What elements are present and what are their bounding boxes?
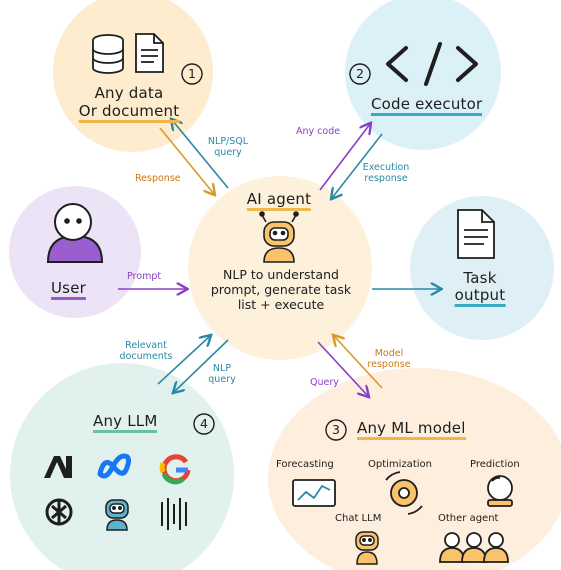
task-node-bg [410,196,554,340]
edge-label-execution-line2: response [364,173,408,184]
edge-label-nlp-sql-line2: query [214,147,242,158]
meta-logo-icon [97,453,132,479]
edge-label-nlp-sql-query: NLP/SQL query [208,136,248,158]
other-agent-people-icon [439,532,509,563]
edge-label-relevant-documents: Relevant documents [120,340,173,362]
edge-label-execution-line1: Execution [362,162,410,173]
code-number-label: 2 [356,66,364,81]
ml-item-chat-llm: Chat LLM [335,513,382,524]
edge-label-query: Query [310,377,339,388]
edge-label-relevant-line2: documents [119,351,173,362]
ml-node-bg [268,368,561,570]
data-number-badge [181,63,203,85]
task-document-icon [457,209,495,259]
edge-agent-to-ml [317,341,368,396]
agent-desc-line3: list + execute [237,297,325,312]
code-icon [386,42,478,86]
ml-item-optimization: Optimization [368,459,432,470]
edge-label-model-response: Model response [367,348,410,370]
data-node-line1: Any data [94,84,164,102]
agent-desc-line1: NLP to understand [223,267,339,282]
task-node-line1: Task [463,269,497,287]
data-node-title: Any data Or document [78,84,180,123]
edge-agent-to-code [319,124,370,191]
database-icon [92,34,124,74]
ml-number-label: 3 [332,422,340,437]
llm-number-label: 4 [200,416,208,431]
agent-desc-line2: prompt, generate task [210,282,352,297]
optimization-gear-icon [385,471,423,515]
robot-logo-icon [105,499,129,531]
edge-label-nlp-query-line2: query [208,374,236,385]
code-node-bg [345,0,501,150]
document-icon [135,33,164,73]
edge-label-any-code: Any code [296,126,341,137]
edge-label-nlp-sql-line1: NLP/SQL [207,136,249,147]
google-logo-icon [159,454,191,485]
data-number-label: 1 [188,66,196,81]
llm-number-badge [193,413,215,435]
edge-label-nlp-query-line1: NLP [212,363,232,374]
edge-data-to-agent [159,127,214,194]
anthropic-logo-icon [44,456,72,478]
edge-llm-to-agent [157,336,210,385]
forecasting-chart-icon [292,479,336,507]
agent-node-description: NLP to understand prompt, generate task … [211,267,351,312]
edge-label-response: Response [135,173,181,184]
edge-label-relevant-line1: Relevant [125,340,167,351]
perplexity-logo-icon [161,498,187,530]
edge-ml-to-agent [334,336,383,389]
ml-item-forecasting: Forecasting [276,459,334,470]
edge-code-to-agent [332,133,383,198]
edge-label-model-line1: Model [374,348,404,359]
chat-llm-robot-icon [355,531,379,565]
user-node-title: User [51,279,86,300]
edge-label-model-line2: response [367,359,411,370]
edge-label-prompt: Prompt [127,271,162,282]
agent-robot-icon [259,211,299,263]
task-node-title: Task output [454,269,506,307]
openai-logo-icon [45,498,73,526]
user-icon [46,203,104,263]
data-node-line2: Or document [78,102,180,123]
code-number-badge [349,63,371,85]
edge-label-nlp-query: NLP query [208,363,235,385]
ml-item-other-agent: Other agent [438,513,499,524]
agent-node-bg [188,176,372,360]
ml-item-prediction: Prediction [470,459,520,470]
prediction-crystal-ball-icon [487,475,513,507]
llm-node-bg [10,363,234,570]
edge-agent-to-data [172,120,229,189]
task-node-line2: output [454,287,506,307]
edge-label-execution-response: Execution response [363,162,410,184]
agent-node-title: AI agent [246,190,312,211]
llm-node-title: Any LLM [93,412,158,433]
code-node-title: Code executor [371,95,483,116]
ml-node-title: Any ML model [357,419,466,440]
edge-agent-to-llm [174,339,229,392]
ml-number-badge [325,419,347,441]
